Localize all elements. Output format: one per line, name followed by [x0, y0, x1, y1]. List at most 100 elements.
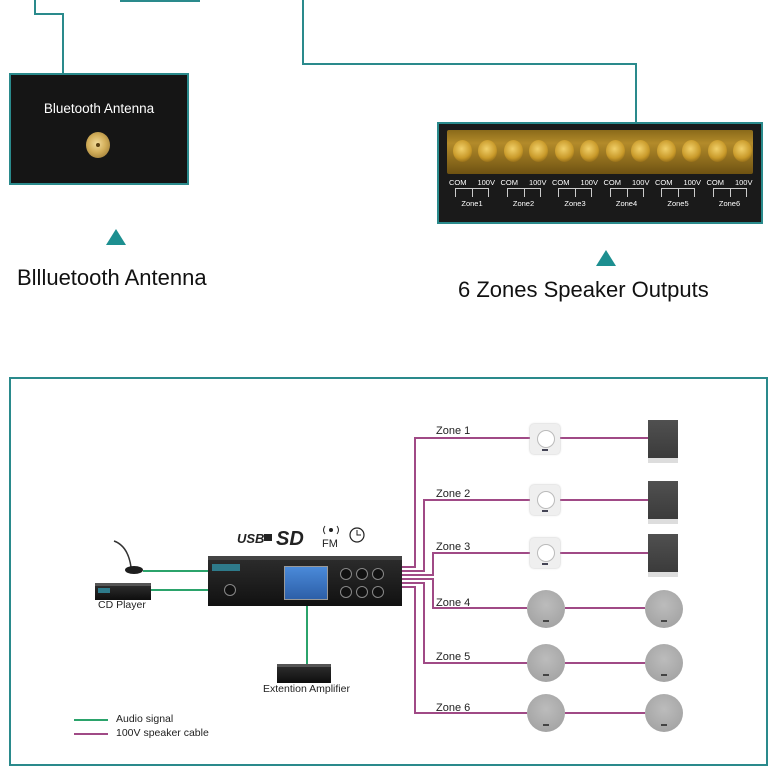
cd-player-label: CD Player — [98, 599, 146, 611]
speaker-terminal-panel: COM 100V Zone1 COM 100V Zone2 COM 100V Zone3 COM 1… — [437, 122, 763, 224]
speaker-cable-zone3 — [402, 552, 530, 576]
terminal-bracket — [558, 188, 592, 197]
fm-radio-icon — [329, 528, 333, 532]
sd-card-icon: SD — [276, 528, 304, 550]
terminal-screw-icon — [453, 140, 472, 162]
terminal-zone-label: COM 100V Zone1 — [447, 178, 497, 208]
clock-timing-icon — [349, 527, 365, 543]
mixer-amplifier-device — [208, 556, 402, 606]
speaker-cable-zone5 — [402, 582, 527, 664]
tone-knob — [356, 568, 368, 580]
zone-name: Zone6 — [718, 199, 741, 208]
ceiling-speaker-icon — [527, 590, 565, 628]
volt-label: 100V — [631, 178, 650, 187]
ceiling-speaker-icon — [645, 644, 683, 682]
terminal-zone-label: COM 100V Zone3 — [550, 178, 600, 208]
terminal-screw-icon — [580, 140, 599, 162]
terminal-bracket — [661, 188, 695, 197]
zone-label: Zone 3 — [436, 541, 471, 553]
volt-label: 100V — [477, 178, 495, 187]
terminal-screw-icon — [682, 140, 701, 162]
legend-speaker-cable-label: 100V speaker cable — [116, 727, 209, 739]
zone-label: Zone 1 — [436, 425, 471, 437]
touch-screen-display — [284, 566, 328, 600]
ceiling-speaker-icon — [527, 644, 565, 682]
com-label: COM — [655, 178, 673, 187]
terminal-screw-icon — [631, 140, 650, 162]
connector-line — [34, 13, 64, 15]
volt-label: 100V — [528, 178, 547, 187]
extension-amplifier-label: Extention Amplifier — [263, 683, 350, 695]
cd-player-device — [95, 583, 151, 600]
usb-icon: USB — [237, 531, 264, 546]
zone-name: Zone3 — [564, 199, 586, 208]
tone-knob — [356, 586, 368, 598]
volt-label: 100V — [580, 178, 598, 187]
com-label: COM — [500, 178, 519, 187]
connector-line — [302, 0, 304, 64]
gooseneck-microphone-icon — [113, 540, 132, 568]
com-label: COM — [706, 178, 725, 187]
terminal-zone-label: COM 100V Zone2 — [499, 178, 549, 208]
volume-knob — [224, 584, 236, 596]
legend-audio-signal-label: Audio signal — [116, 713, 174, 725]
connector-line — [302, 63, 637, 65]
speaker-cable-zone6 — [402, 586, 527, 714]
volume-control-icon — [530, 538, 560, 568]
connector-line — [120, 0, 200, 2]
terminal-bracket — [712, 188, 747, 197]
terminal-screw-icon — [657, 140, 676, 162]
triangle-pointer-icon — [596, 250, 616, 266]
terminal-screw-icon — [733, 140, 752, 162]
zone-label: Zone 6 — [436, 702, 471, 714]
extension-amplifier-device — [277, 664, 331, 683]
terminal-screw-icon — [478, 140, 497, 162]
tone-knob — [372, 586, 384, 598]
box-speaker-icon — [648, 420, 678, 463]
usb-icon — [264, 534, 272, 541]
zone-name: Zone5 — [667, 199, 689, 208]
com-label: COM — [603, 178, 622, 187]
com-label: COM — [552, 178, 570, 187]
terminal-strip — [447, 130, 753, 174]
speaker-outputs-caption: 6 Zones Speaker Outputs — [458, 277, 709, 302]
ceiling-speaker-icon — [645, 590, 683, 628]
connector-line — [62, 13, 64, 74]
ceiling-speaker-icon — [527, 694, 565, 732]
zone-name: Zone4 — [615, 199, 638, 208]
terminal-zone-label: COM 100V Zone4 — [602, 178, 652, 208]
tone-knob — [340, 568, 352, 580]
ceiling-speaker-icon — [645, 694, 683, 732]
bluetooth-antenna-title: Bluetooth Antenna — [43, 101, 155, 116]
volt-label: 100V — [683, 178, 701, 187]
zone-label: Zone 2 — [436, 488, 471, 500]
brand-logo — [212, 564, 240, 571]
speaker-cable-zone4 — [402, 578, 527, 609]
zone-label: Zone 5 — [436, 651, 471, 663]
terminal-screw-icon — [606, 140, 625, 162]
zone-name: Zone2 — [512, 199, 535, 208]
box-speaker-icon — [648, 481, 678, 524]
zone-name: Zone1 — [461, 199, 483, 208]
zone-label: Zone 4 — [436, 597, 471, 609]
microphone-base — [125, 566, 143, 574]
volt-label: 100V — [734, 178, 753, 187]
com-label: COM — [449, 178, 467, 187]
legend-speaker-cable-swatch — [74, 733, 108, 735]
terminal-zone-label: COM 100V Zone5 — [653, 178, 703, 208]
terminal-bracket — [506, 188, 541, 197]
bluetooth-antenna-caption: Bllluetooth Antenna — [17, 265, 207, 290]
tone-knob — [372, 568, 384, 580]
speaker-cable-zone2 — [402, 499, 530, 572]
terminal-bracket — [455, 188, 489, 197]
terminal-screw-icon — [555, 140, 574, 162]
fm-radio-icon: FM — [322, 538, 338, 550]
tone-knob — [340, 586, 352, 598]
terminal-screw-icon — [504, 140, 523, 162]
sma-connector-icon — [86, 132, 110, 158]
volume-control-icon — [530, 485, 560, 515]
terminal-bracket — [609, 188, 644, 197]
legend-audio-signal-swatch — [74, 719, 108, 721]
box-speaker-icon — [648, 534, 678, 577]
